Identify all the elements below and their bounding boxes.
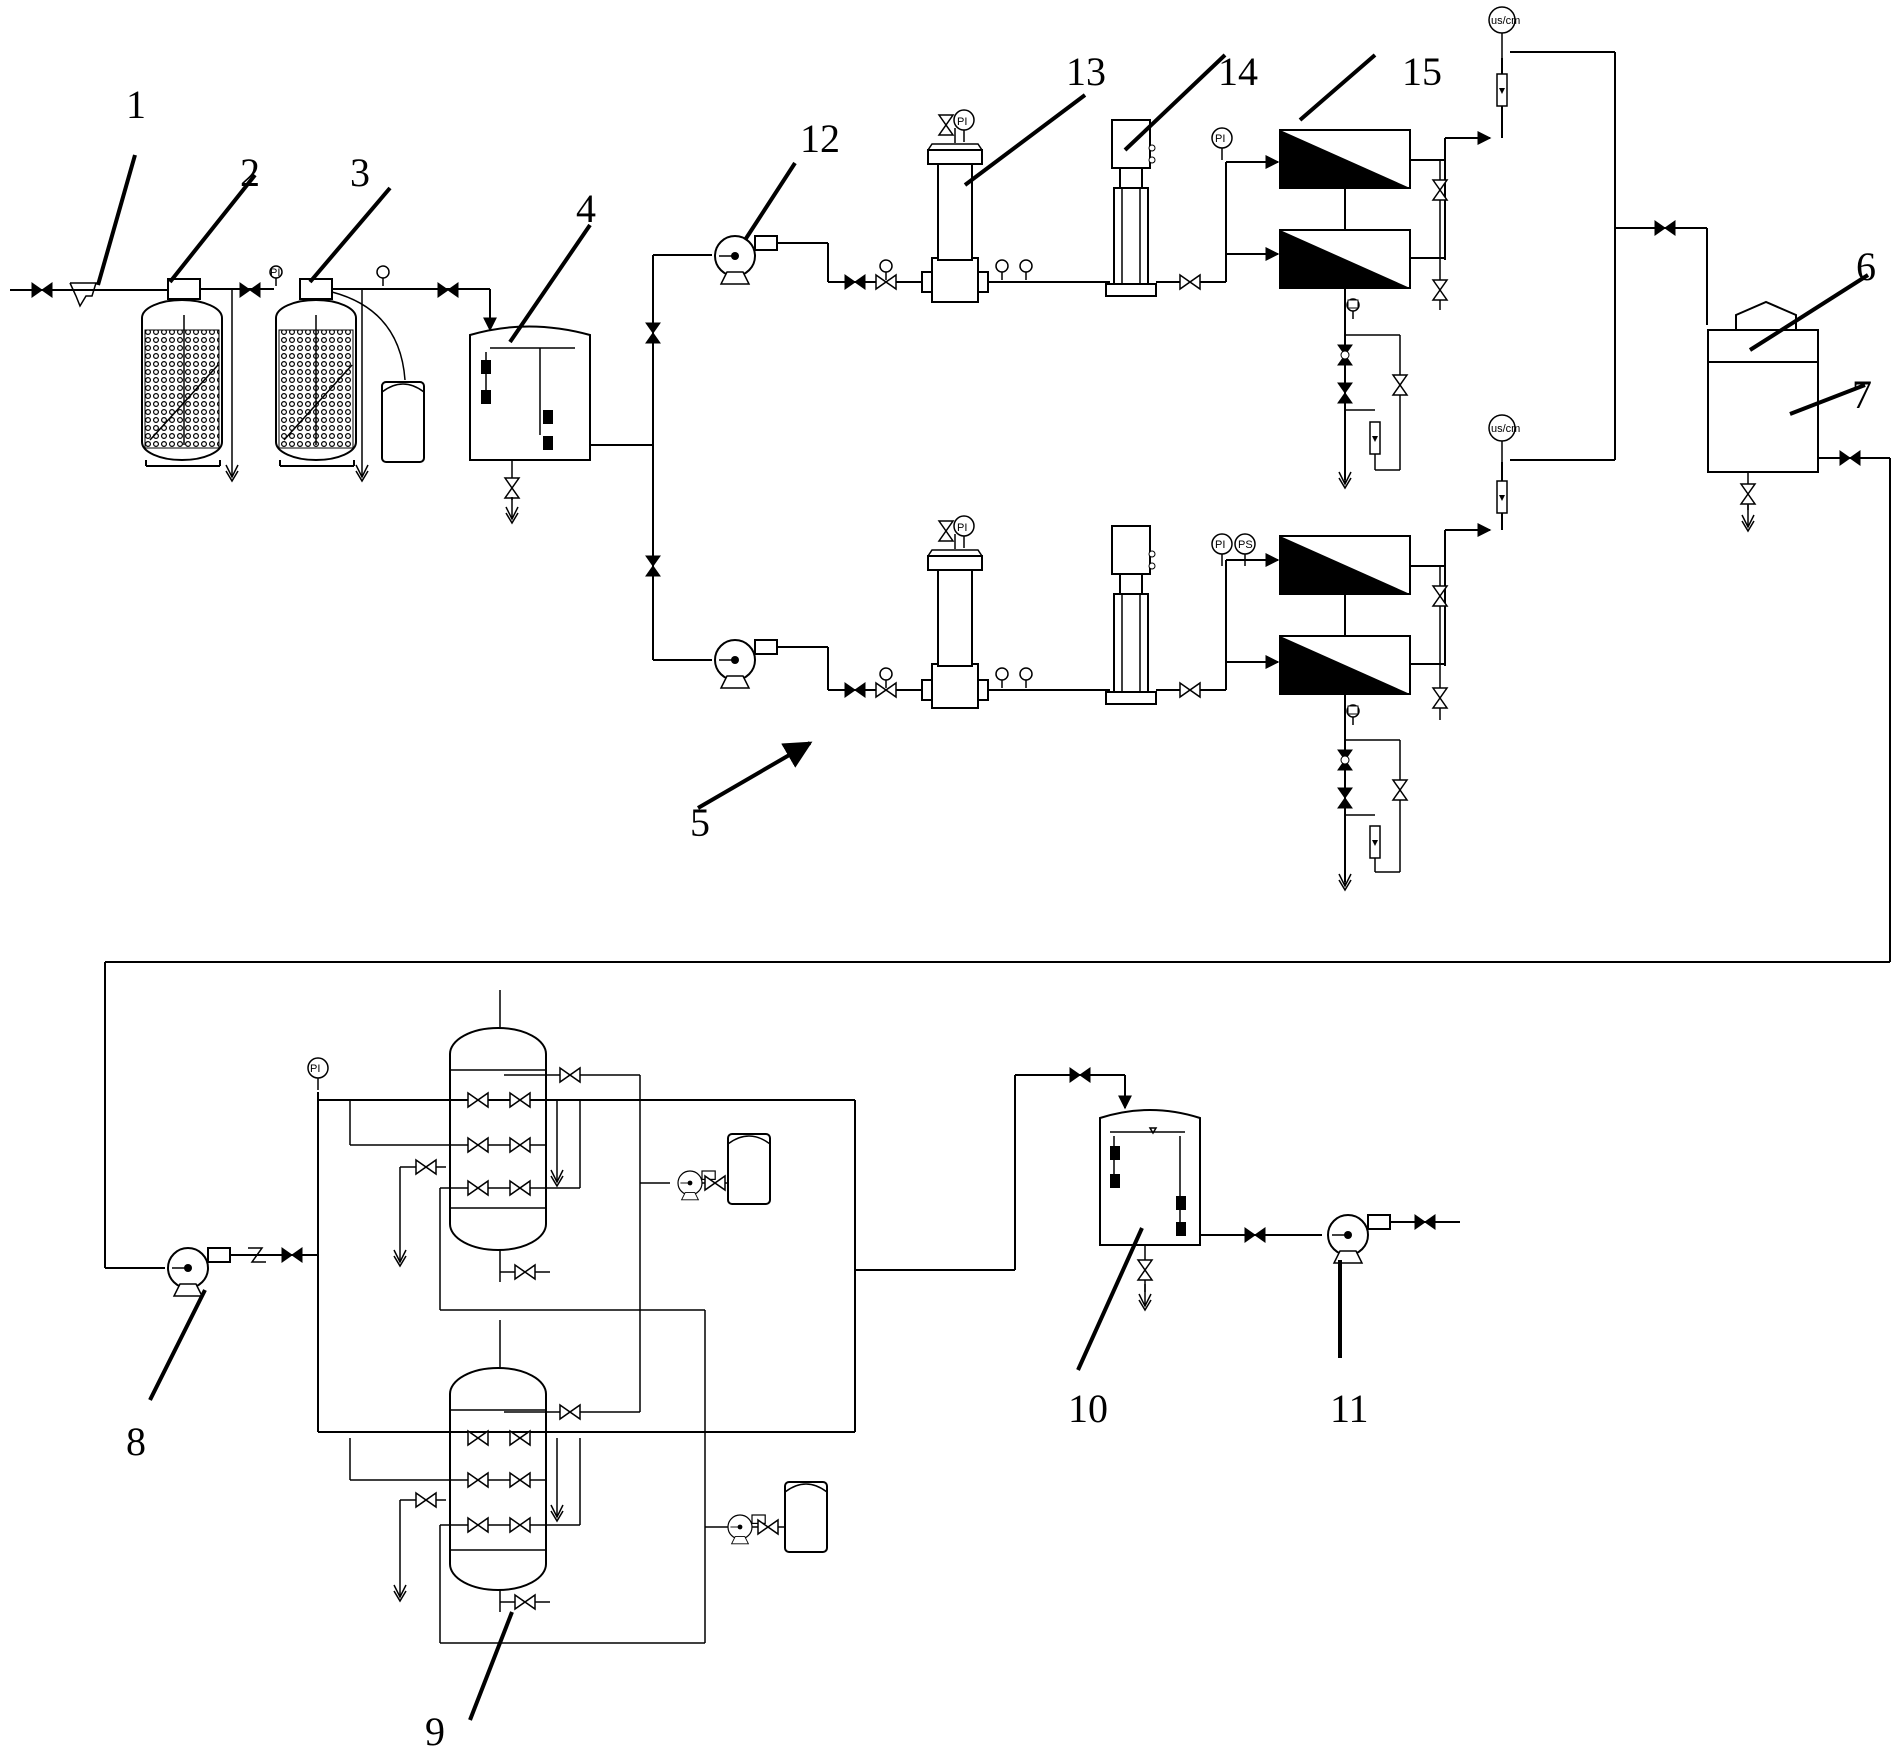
label-5: 5 (690, 800, 710, 845)
polishing-section: PI (167, 990, 1460, 1644)
ro-train-1: PI PI (714, 6, 1615, 489)
label-1: 1 (126, 82, 146, 127)
label-13: 13 (1066, 49, 1106, 94)
pi-label: PI (1215, 539, 1225, 551)
degasser-section (104, 300, 1891, 1269)
label-10: 10 (1068, 1386, 1108, 1431)
label-3: 3 (350, 150, 370, 195)
label-6: 6 (1856, 244, 1876, 289)
pi-label: PI (957, 522, 967, 534)
ro-train-2: PI PI PS (714, 414, 1615, 891)
conductivity-label: us/cm (1491, 15, 1520, 27)
label-9: 9 (425, 1709, 445, 1751)
label-8: 8 (126, 1419, 146, 1464)
label-2: 2 (240, 150, 260, 195)
label-15: 15 (1402, 49, 1442, 94)
pi-label: PI (1215, 133, 1225, 145)
conductivity-label: us/cm (1491, 423, 1520, 435)
label-14: 14 (1218, 49, 1258, 94)
pi-label: PI (270, 267, 280, 279)
label-4: 4 (576, 186, 596, 231)
ps-label: PS (1238, 539, 1253, 551)
label-11: 11 (1330, 1386, 1369, 1431)
label-12: 12 (800, 116, 840, 161)
label-7: 7 (1852, 372, 1872, 417)
pi-label: PI (310, 1063, 320, 1075)
pretreatment-section: PI (10, 265, 653, 524)
component-labels: 1 2 3 4 5 6 7 8 9 10 11 12 13 14 15 (126, 49, 1876, 1751)
ro-section: PI PI (645, 6, 1708, 891)
pi-label: PI (957, 116, 967, 128)
leader-lines (96, 53, 1870, 1721)
